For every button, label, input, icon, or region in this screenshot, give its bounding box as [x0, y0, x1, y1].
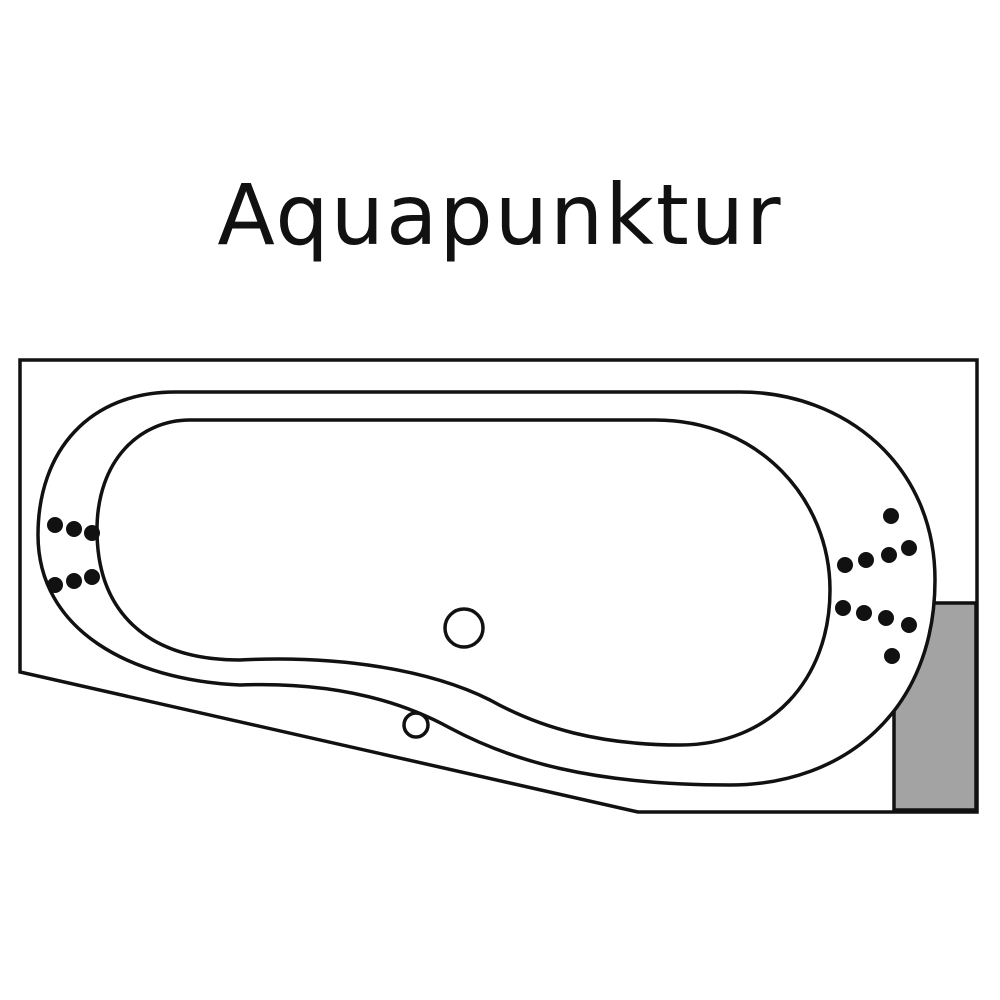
nozzle-dot	[835, 600, 851, 616]
nozzle-dot	[66, 573, 82, 589]
nozzle-dot	[84, 569, 100, 585]
right-nozzle-group	[835, 508, 917, 664]
nozzle-dot	[84, 525, 100, 541]
nozzle-dot	[47, 517, 63, 533]
tub-inner-basin	[95, 418, 832, 747]
nozzle-dot	[884, 648, 900, 664]
nozzle-dot	[883, 508, 899, 524]
nozzle-dot	[858, 552, 874, 568]
nozzle-dot	[47, 577, 63, 593]
nozzle-dot	[66, 521, 82, 537]
overflow-drain-icon	[402, 711, 430, 739]
nozzle-dot	[901, 617, 917, 633]
main-drain-icon	[443, 607, 485, 649]
nozzle-dot	[878, 610, 894, 626]
left-nozzle-group	[47, 517, 100, 593]
nozzle-dot	[881, 547, 897, 563]
nozzle-dot	[837, 557, 853, 573]
nozzle-dot	[901, 540, 917, 556]
tub-housing-outline	[18, 358, 979, 814]
diagram-title: Aquapunktur	[217, 166, 783, 264]
nozzle-dot	[856, 605, 872, 621]
